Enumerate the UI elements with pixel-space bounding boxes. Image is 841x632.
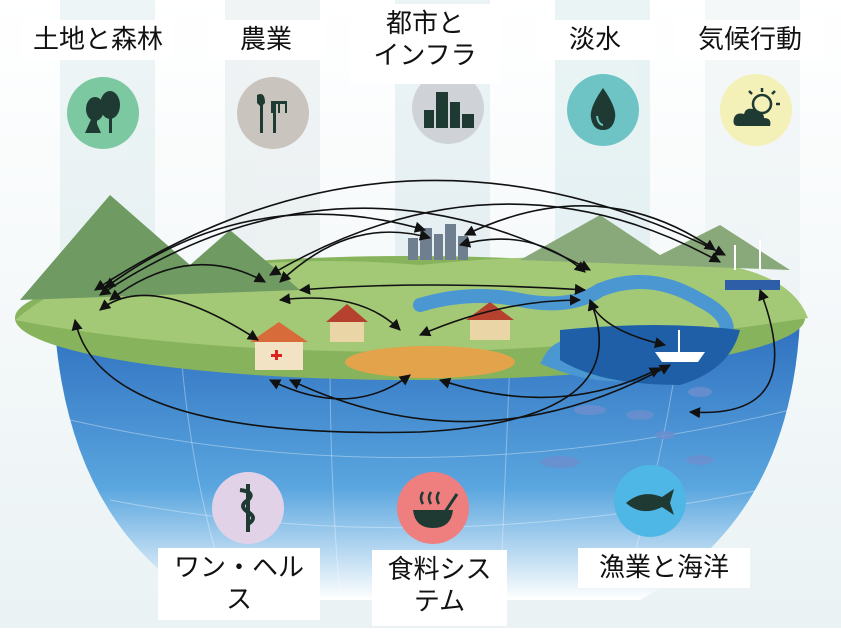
ocean-fish (540, 387, 714, 468)
solar-farm (725, 240, 780, 290)
arrow-city-freshwater (458, 236, 586, 273)
arrow-health-ocean (288, 364, 671, 423)
sector-label-land-and-forests: 土地と森林 (22, 20, 174, 60)
arrow-climate-ocean (688, 288, 776, 419)
sector-label-food-systems: 食料シス テム (372, 550, 507, 626)
sector-label-cities-and-infrastructure: 都市と インフラ (350, 4, 500, 84)
arrow-farm-food (278, 293, 401, 331)
farm-tools-icon (235, 75, 311, 151)
sector-label-agriculture: 農業 (207, 20, 325, 60)
city-skyline-icon (410, 70, 486, 146)
arrow-city-climate (463, 205, 716, 251)
caduceus-icon (210, 470, 286, 546)
forest-icon (65, 75, 141, 151)
arrow-land-farm (109, 263, 266, 301)
sector-label-climate-action: 気候行動 (675, 20, 825, 60)
arrow-land-ocean (71, 298, 600, 434)
food-bowl-icon (395, 470, 471, 546)
water-drop-icon (565, 72, 641, 148)
sector-label-fisheries-and-oceans: 漁業と海洋 (578, 548, 750, 588)
sector-label-freshwater: 淡水 (535, 20, 655, 60)
arrow-land-city (104, 213, 427, 289)
arrow-food-ocean (438, 367, 661, 399)
arrow-health-food (268, 374, 411, 400)
arrow-freshwater-health (298, 283, 587, 295)
sun-cloud-icon (718, 72, 794, 148)
interaction-arrows (71, 179, 776, 434)
arrow-farm-city (279, 229, 432, 283)
fish-icon (612, 463, 688, 539)
sector-label-one-health: ワン・ヘルス (158, 548, 320, 620)
